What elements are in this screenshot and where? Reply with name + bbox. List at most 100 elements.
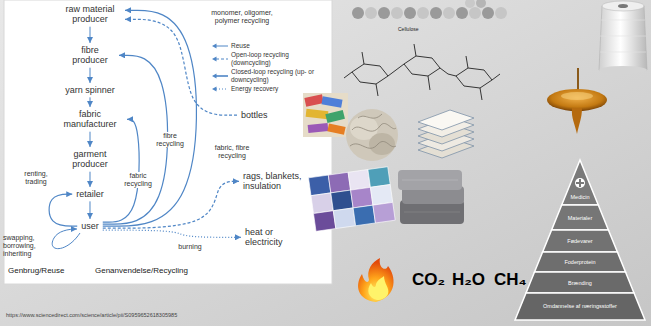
yarn-spool: [600, 36, 646, 37]
recycling-arrow: [103, 10, 197, 226]
gas-formula: CH₄: [494, 270, 527, 290]
legend: ReuseOpen-loop recycling (downcycling) Cl…: [212, 42, 328, 95]
cellulose-structure: [456, 68, 492, 88]
cellulose-structure: [466, 56, 468, 68]
patchwork-quilt: [308, 175, 330, 196]
patchwork-quilt: [314, 211, 336, 232]
legend-line-sample: [212, 73, 228, 79]
fabric-scraps: [325, 110, 345, 123]
legend-line-sample: [212, 43, 228, 49]
fabric-scraps: [303, 93, 348, 137]
fabric-scraps: [327, 123, 345, 134]
grey-blankets: [402, 180, 458, 181]
pyramid-level: Fødevarer: [567, 238, 592, 244]
pyramid-level: Omdannelse af næringsstoffer: [543, 303, 617, 309]
molecule-chain: [482, 7, 494, 19]
fabric-scraps: [321, 96, 342, 107]
yarn-spool: [618, 4, 628, 8]
flow-arrow: [90, 132, 91, 147]
molecule-chain: [456, 7, 468, 19]
recycling-arrow: [103, 119, 139, 222]
patchwork-quilt: [370, 185, 392, 206]
yarn-spool: [600, 52, 646, 53]
cellulose-structure: [344, 44, 500, 100]
stage-text: raw material producer: [59, 4, 121, 25]
pyramid-level: Medicin: [571, 194, 590, 200]
value-pyramid: [526, 272, 634, 293]
flow-label: monomer, oligomer, polymer recycling: [201, 9, 283, 25]
fibre-resin: [547, 89, 607, 111]
section-caption: Genanvendelse/Recycling: [95, 266, 188, 275]
legend-line-sample: [212, 56, 228, 62]
wool-fibres: [350, 141, 396, 148]
value-pyramid: [515, 160, 645, 320]
pyramid-icon: [576, 182, 584, 184]
grey-blankets: [404, 212, 460, 213]
value-pyramid: [552, 205, 609, 230]
stage-text: fibre producer: [65, 45, 115, 66]
molecule-chain: [417, 7, 429, 19]
legend-arrowhead: [212, 43, 217, 48]
grey-blankets: [398, 170, 464, 224]
insulation-panels: [418, 110, 474, 158]
source-url: https://www.sciencedirect.com/science/ar…: [6, 312, 177, 318]
stage-text: yarn spinner: [65, 85, 115, 95]
fabric-scraps: [308, 123, 329, 133]
cellulose-structure: [414, 44, 416, 56]
cellulose-structure: [428, 76, 430, 90]
fibre-resin: [577, 68, 579, 92]
legend-arrowhead: [212, 87, 217, 92]
stage-text: bottles: [241, 110, 268, 120]
wool-fibres: [352, 123, 396, 131]
chain-stage: fibre producer: [62, 44, 118, 67]
recycling-arrow: [49, 194, 77, 226]
cellulose-structure: [480, 88, 482, 100]
fibre-resin: [572, 108, 582, 134]
flow-label: fibre recycling: [151, 132, 189, 148]
grey-blankets: [398, 170, 462, 190]
flow-label: renting, trading: [18, 170, 54, 186]
legend-text: Closed-loop recycling (up- or downcyclin…: [231, 68, 328, 83]
value-pyramid: [515, 293, 645, 320]
yarn-spool: [602, 1, 644, 11]
fire-icon: [358, 258, 394, 302]
pyramid-icon: [575, 178, 585, 188]
legend-text: Energy recovery: [231, 85, 278, 92]
legend-line-sample: [216, 89, 228, 90]
flow-arrow: [89, 201, 90, 219]
chain-stage: retailer: [73, 188, 107, 200]
molecule-chain: [443, 7, 455, 19]
pyramid-icon: [575, 178, 585, 188]
cellulose-structure: [352, 64, 388, 84]
flow-arrow: [90, 68, 91, 83]
end-product: bottles: [238, 109, 271, 121]
fire-icon: [358, 258, 394, 302]
fibre-resin: [547, 68, 607, 134]
pyramid-level: Materialer: [568, 215, 592, 221]
chain-stage: user: [78, 220, 102, 232]
fabric-scraps: [303, 93, 348, 137]
flow-arrow: [90, 97, 91, 107]
legend-text: Open-loop recycling (downcycling): [231, 51, 328, 66]
legend-item: Closed-loop recycling (up- or downcyclin…: [212, 68, 328, 83]
value-pyramid: [562, 160, 599, 205]
stage-text: garment producer: [62, 149, 118, 170]
wool-fibres: [358, 114, 382, 118]
yarn-spool: [601, 20, 645, 21]
molecule-chain: [391, 7, 403, 19]
patchwork-quilt: [373, 202, 395, 223]
flow-label: fabric, fibre recycling: [207, 144, 257, 160]
patchwork-quilt: [353, 205, 375, 226]
recycling-arrow: [103, 230, 241, 237]
patchwork-quilt: [331, 190, 353, 211]
insulation-panels: [418, 110, 474, 130]
section-caption: Genbrug/Reuse: [8, 266, 64, 275]
wool-fibres: [346, 109, 398, 161]
cellulose-structure: [440, 68, 456, 76]
legend-item: Reuse: [212, 42, 328, 49]
molecule-chain: [352, 0, 507, 19]
diagram-panel: [4, 0, 332, 284]
yarn-spool: [599, 66, 647, 74]
patchwork-quilt: [348, 169, 370, 190]
